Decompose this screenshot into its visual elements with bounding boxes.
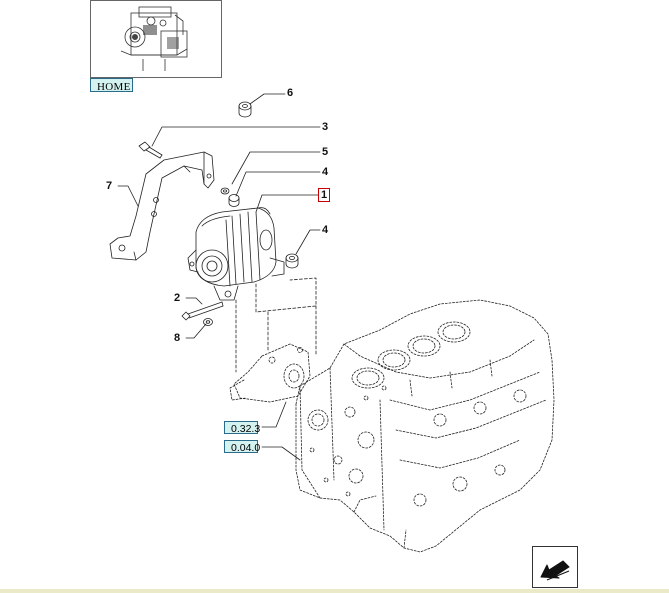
next-page-button[interactable] — [532, 546, 578, 588]
callout-8[interactable]: 8 — [174, 332, 181, 344]
footer-bar — [0, 589, 669, 593]
callout-2[interactable]: 2 — [174, 292, 181, 304]
callout-3[interactable]: 3 — [322, 121, 329, 133]
arrow-next-icon — [540, 560, 570, 581]
engine-thumbnail[interactable] — [90, 0, 222, 78]
callout-7[interactable]: 7 — [106, 180, 113, 192]
part-6-cap — [238, 101, 252, 118]
alignment-lines — [235, 277, 317, 373]
part-3-bolt — [138, 141, 163, 159]
callout-4-upper[interactable]: 4 — [322, 166, 329, 178]
part-8-nut — [203, 318, 213, 326]
engine-block — [295, 299, 555, 553]
engine-thumbnail-icon — [120, 6, 188, 71]
part-1-alternator — [187, 207, 285, 301]
callout-6[interactable]: 6 — [287, 87, 294, 99]
home-button[interactable]: HOME — [90, 78, 133, 93]
reference-link-0-32-3[interactable]: 0.32.3 — [224, 421, 260, 435]
callout-5[interactable]: 5 — [322, 146, 329, 158]
part-4-spacer-right — [285, 253, 299, 269]
part-2-bolt — [181, 301, 224, 321]
reference-link-0-04-0[interactable]: 0.04.0 — [224, 440, 260, 454]
leader-lines — [117, 93, 321, 461]
callout-4-lower[interactable]: 4 — [322, 224, 329, 236]
part-7-bracket — [109, 151, 215, 261]
pump-housing — [229, 343, 311, 403]
callout-1-selected[interactable]: 1 — [318, 188, 331, 202]
part-4-spacer-upper — [228, 194, 240, 207]
part-5-washer — [220, 187, 230, 195]
